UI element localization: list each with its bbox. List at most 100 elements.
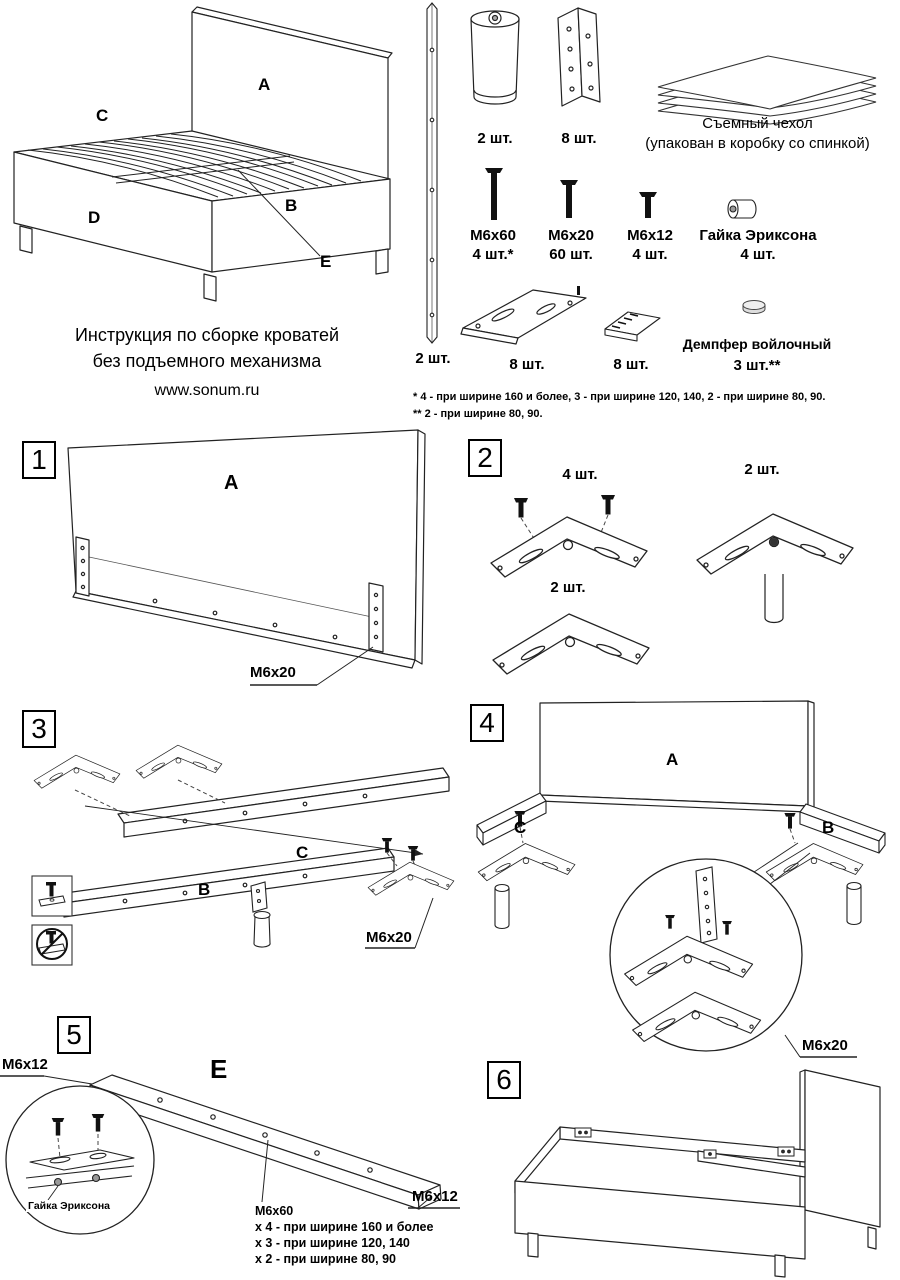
legs	[494, 881, 862, 930]
bolt-m6x20-name: М6х20	[548, 227, 594, 244]
slot-bracket-part-icon	[604, 311, 661, 342]
rail-b-leg	[250, 881, 271, 948]
bolt-m6x20-qty: 60 шт.	[549, 246, 593, 263]
bolt-m6x60-label: М6х60 4 шт.*	[455, 226, 531, 264]
direction-arrow	[84, 805, 424, 855]
overview-label-b: B	[285, 196, 298, 215]
bolt-m6x60-name: М6х60	[470, 227, 516, 244]
step5-notes: М6х60 х 4 - при ширине 160 и более х 3 -…	[255, 1203, 433, 1267]
bolt-m6x12-qty: 4 шт.	[632, 246, 668, 263]
rail-c-attached	[476, 792, 547, 846]
cover-title: Съемный чехол	[702, 115, 813, 132]
headboard-panel	[538, 700, 815, 813]
cover-part-icon	[657, 55, 877, 125]
step5-center-rail-drawing	[0, 1074, 460, 1235]
step4-number: 4	[470, 704, 504, 742]
leader-m6x12-right	[417, 1195, 433, 1209]
step5-bolt-left-label: М6х12	[2, 1056, 48, 1073]
bolt-icon	[601, 495, 615, 515]
step2-leg-assembly-drawing	[490, 495, 854, 675]
cover-subtitle: (упакован в коробку со спинкой)	[645, 135, 870, 152]
step3-number: 3	[22, 710, 56, 748]
center-rail-e	[89, 1074, 442, 1210]
bed-frame	[13, 6, 393, 302]
step3-bolt-label: М6х20	[366, 929, 412, 946]
bed-overview-drawing	[13, 6, 393, 302]
detail-leader	[764, 852, 811, 889]
erikson-nut-qty: 4 шт.	[740, 246, 776, 263]
step2-number: 2	[468, 439, 502, 477]
gusset-plate	[477, 843, 576, 882]
bolt-m6x60-icon	[485, 168, 503, 220]
bolt-m6x12-label: М6х12 4 шт.	[612, 226, 688, 264]
step3-label-c: C	[296, 843, 309, 862]
page-title: Инструкция по сборке кроватей без подъем…	[12, 322, 402, 374]
leader-nut	[47, 1185, 59, 1201]
bolt-m6x20-label: М6х20 60 шт.	[533, 226, 609, 264]
detail-plate	[25, 1149, 135, 1189]
prohibited-tool-icon	[31, 924, 73, 966]
leader-m6x20	[784, 1034, 801, 1058]
step2-qty-bottom: 2 шт.	[550, 579, 586, 596]
step5-note-3: х 3 - при ширине 120, 140	[255, 1236, 410, 1250]
corner-bracket-part-icon	[557, 7, 601, 107]
step2-qty-right: 2 шт.	[744, 461, 780, 478]
step5-note-2: х 4 - при ширине 160 и более	[255, 1220, 434, 1234]
detail-bracket	[695, 866, 718, 944]
step4-label-c: C	[514, 818, 527, 837]
slot-bracket-qty: 8 шт.	[613, 356, 649, 373]
step1-headboard-drawing	[67, 429, 426, 686]
bolt-head	[770, 538, 778, 546]
corner-bracket-qty: 8 шт.	[561, 130, 597, 147]
bolt-m6x60-qty: 4 шт.*	[472, 246, 514, 263]
title-line1: Инструкция по сборке кроватей	[74, 325, 340, 345]
step6-assembled-frame-drawing	[514, 1069, 881, 1278]
headboard-panel	[67, 429, 426, 686]
step1-number: 1	[22, 441, 56, 479]
gusset-bracket-part-icon	[460, 286, 587, 345]
leg-cylinder	[764, 574, 784, 624]
step6-number: 6	[487, 1061, 521, 1099]
footnote-1: * 4 - при ширине 160 и более, 3 - при ши…	[413, 391, 826, 403]
leader-m6x12-left	[43, 1075, 93, 1085]
side-rail-part-icon	[426, 2, 438, 344]
rail-hardware	[574, 1127, 795, 1159]
bolt-m6x12-icon	[639, 192, 657, 218]
step5-nut-label: Гайка Эриксона	[26, 1200, 113, 1212]
bolt-m6x12-name: М6х12	[627, 227, 673, 244]
slats	[27, 133, 362, 257]
bolt-icon	[784, 813, 796, 829]
overview-label-a: A	[258, 75, 271, 94]
assembled-frame	[514, 1069, 881, 1278]
leader-e	[237, 169, 321, 257]
overview-label-c: C	[96, 106, 109, 125]
bolt-icon	[514, 498, 528, 518]
step2-qty-bolts: 4 шт.	[562, 466, 598, 483]
step1-bolt-label: М6х20	[250, 664, 296, 681]
rail-c	[117, 767, 450, 838]
gusset-plate	[765, 843, 864, 882]
title-line2: без подъемного механизма	[92, 351, 322, 371]
step4-headboard-rails-drawing	[476, 700, 886, 1058]
step4-label-a: A	[666, 750, 679, 769]
step4-label-b: B	[822, 818, 835, 837]
step5-note-4: х 2 - при ширине 80, 90	[255, 1252, 396, 1266]
overview-label-e: E	[320, 252, 332, 271]
rail-b-attached	[799, 803, 886, 854]
erikson-nut-icon	[727, 199, 757, 219]
step5-note-1: М6х60	[255, 1204, 294, 1218]
bolt-m6x20-icon	[560, 180, 578, 218]
leader-m6x20	[414, 897, 434, 949]
allowed-tool-icon	[31, 875, 73, 917]
leg-qty: 2 шт.	[477, 130, 513, 147]
gusset-plate	[492, 613, 650, 675]
gusset-plate	[490, 516, 648, 578]
gusset-plate	[135, 744, 223, 779]
step4-bolt-label: М6х20	[802, 1037, 848, 1054]
side-rail-qty: 2 шт.	[415, 350, 451, 367]
erikson-nut-name: Гайка Эриксона	[699, 227, 817, 244]
overview-label-d: D	[88, 208, 101, 227]
step1-label-a: A	[224, 472, 239, 494]
gusset-plate	[33, 754, 121, 789]
